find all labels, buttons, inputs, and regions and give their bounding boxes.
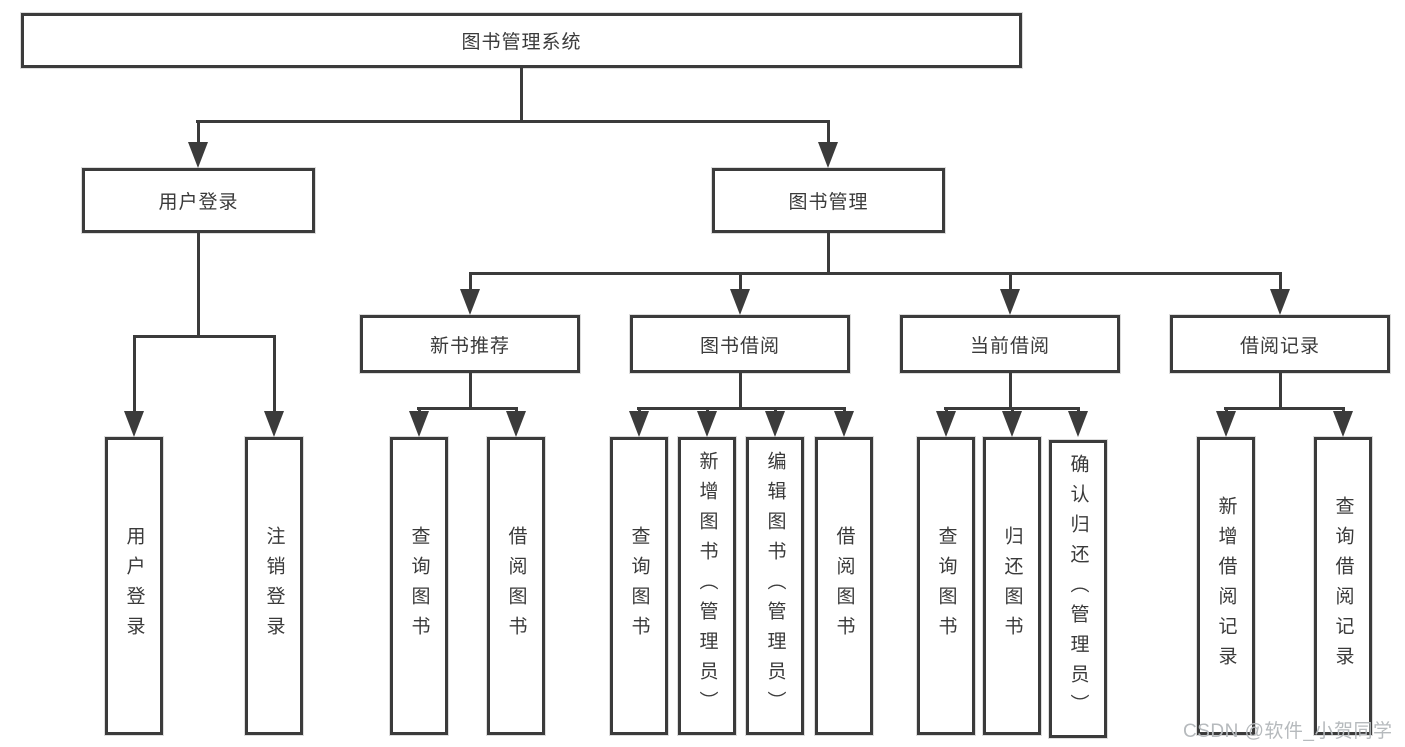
- leaf-query-books-borrowing: 查询图书: [610, 437, 668, 735]
- node-label: 图书管理系统: [461, 32, 582, 53]
- arrow-down-icon: [936, 411, 956, 437]
- node-label: 注销登录: [263, 526, 285, 646]
- connector-drop: [1279, 272, 1282, 291]
- leaf-return-books: 归还图书: [983, 437, 1041, 735]
- connector-drop: [739, 272, 742, 291]
- connector-book-mgmt-stem: [827, 233, 830, 274]
- connector-drop: [1077, 407, 1080, 414]
- arrow-down-icon: [697, 411, 717, 437]
- connector-new-books-stem: [469, 373, 472, 409]
- leaf-query-borrow-record: 查询借阅记录: [1314, 437, 1372, 735]
- node-new-book-recommend: 新书推荐: [360, 315, 580, 373]
- connector-drop: [418, 407, 421, 414]
- leaf-add-borrow-record: 新增借阅记录: [1197, 437, 1255, 735]
- leaf-borrow-books-recommend: 借阅图书: [487, 437, 545, 735]
- connector-drop: [197, 120, 200, 146]
- leaf-query-books-recommend: 查询图书: [390, 437, 448, 735]
- node-label: 查询图书: [935, 526, 957, 646]
- connector-drop: [945, 407, 948, 414]
- node-label: 新增借阅记录: [1215, 496, 1237, 676]
- connector-borrow-records-stem: [1279, 373, 1282, 409]
- arrow-down-icon: [409, 411, 429, 437]
- node-library-system: 图书管理系统: [21, 13, 1022, 68]
- connector-root-rail: [196, 120, 830, 123]
- node-label: 新书推荐: [429, 335, 510, 357]
- connector-book-mgmt-rail: [469, 272, 1282, 275]
- node-label: 查询借阅记录: [1332, 496, 1354, 676]
- node-label: 用户登录: [158, 192, 239, 213]
- connector-borrow-records-rail: [1224, 407, 1344, 410]
- arrow-down-icon: [460, 289, 480, 315]
- leaf-logout: 注销登录: [245, 437, 303, 735]
- connector-drop: [1011, 407, 1014, 414]
- arrow-down-icon: [188, 142, 208, 168]
- connector-drop: [273, 335, 276, 413]
- arrow-down-icon: [1002, 411, 1022, 437]
- node-label: 归还图书: [1001, 526, 1023, 646]
- connector-drop: [1342, 407, 1345, 414]
- arrow-down-icon: [264, 411, 284, 437]
- connector-root-stem: [520, 68, 523, 120]
- arrow-down-icon: [1068, 411, 1088, 437]
- arrow-down-icon: [1216, 411, 1236, 437]
- arrow-down-icon: [1000, 289, 1020, 315]
- node-label: 借阅图书: [833, 526, 855, 646]
- node-label: 图书管理: [788, 192, 869, 213]
- node-label: 图书借阅: [699, 335, 780, 357]
- node-label: 确认归还（管理员）: [1067, 454, 1089, 724]
- leaf-edit-books-admin: 编辑图书（管理员）: [746, 437, 804, 735]
- node-label: 编辑图书（管理员）: [764, 451, 786, 721]
- arrow-down-icon: [765, 411, 785, 437]
- connector-drop: [827, 120, 830, 146]
- connector-drop: [133, 335, 136, 413]
- connector-book-borrow-stem: [739, 373, 742, 409]
- connector-drop: [469, 272, 472, 291]
- arrow-down-icon: [124, 411, 144, 437]
- arrow-down-icon: [506, 411, 526, 437]
- connector-user-login-rail: [133, 335, 276, 338]
- arrow-down-icon: [818, 142, 838, 168]
- node-current-borrowing: 当前借阅: [900, 315, 1120, 373]
- node-label: 借阅记录: [1239, 335, 1320, 357]
- node-book-borrowing: 图书借阅: [630, 315, 850, 373]
- node-book-management: 图书管理: [712, 168, 945, 233]
- connector-drop: [843, 407, 846, 414]
- leaf-add-books-admin: 新增图书（管理员）: [678, 437, 736, 735]
- connector-drop: [515, 407, 518, 414]
- connector-book-borrow-rail: [637, 407, 845, 410]
- node-borrow-records: 借阅记录: [1170, 315, 1390, 373]
- node-label: 用户登录: [123, 526, 145, 646]
- arrow-down-icon: [629, 411, 649, 437]
- connector-current-borrow-stem: [1009, 373, 1012, 409]
- node-label: 新增图书（管理员）: [696, 451, 718, 721]
- arrow-down-icon: [1270, 289, 1290, 315]
- connector-drop: [1225, 407, 1228, 414]
- node-user-login: 用户登录: [82, 168, 315, 233]
- leaf-confirm-return-admin: 确认归还（管理员）: [1049, 440, 1107, 738]
- arrow-down-icon: [730, 289, 750, 315]
- arrow-down-icon: [834, 411, 854, 437]
- leaf-borrow-books: 借阅图书: [815, 437, 873, 735]
- leaf-user-login: 用户登录: [105, 437, 163, 735]
- connector-drop: [638, 407, 641, 414]
- connector-user-login-stem: [197, 233, 200, 337]
- leaf-query-books-current: 查询图书: [917, 437, 975, 735]
- connector-drop: [706, 407, 709, 414]
- node-label: 当前借阅: [969, 335, 1050, 357]
- connector-new-books-rail: [417, 407, 518, 410]
- node-label: 查询图书: [408, 526, 430, 646]
- arrow-down-icon: [1333, 411, 1353, 437]
- node-label: 查询图书: [628, 526, 650, 646]
- connector-drop: [774, 407, 777, 414]
- node-label: 借阅图书: [505, 526, 527, 646]
- csdn-watermark: CSDN @软件_小贺同学: [1183, 721, 1393, 742]
- connector-drop: [1009, 272, 1012, 291]
